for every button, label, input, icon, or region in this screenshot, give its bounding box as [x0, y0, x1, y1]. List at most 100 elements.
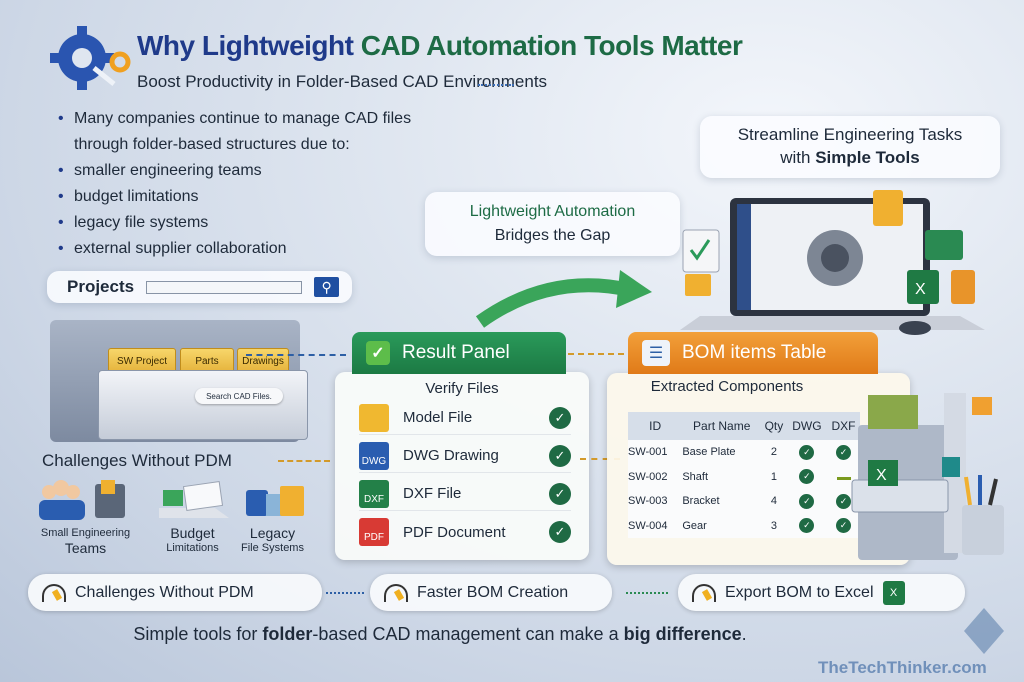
- checkbox-icon: ✓: [366, 341, 390, 365]
- column-header: Qty: [761, 412, 787, 440]
- column-header: Part Name: [682, 412, 762, 440]
- flow-step-faster-bom: Faster BOM Creation: [370, 574, 612, 611]
- check-icon: ✓: [799, 518, 815, 534]
- streamline-pre: with: [780, 148, 816, 167]
- file-row: Model File✓: [359, 401, 571, 435]
- gauge-icon: [42, 583, 66, 602]
- part-id: SW-002: [628, 470, 668, 483]
- bom-panel-header: ☰ BOM items Table: [628, 332, 878, 374]
- intro-lead-line2: through folder-based structures due to:: [74, 136, 350, 153]
- pdf-file-icon: PDF: [359, 518, 389, 546]
- bom-title: BOM items Table: [682, 342, 827, 363]
- projects-label: Projects: [67, 277, 135, 296]
- circuit-diamond-logo-icon: [964, 608, 1004, 654]
- cabinet-excel-illustration: X: [851, 393, 1004, 560]
- check-icon: ✓: [799, 469, 815, 485]
- page-subtitle: Boost Productivity in Folder-Based CAD E…: [137, 72, 548, 91]
- part-name: Gear: [682, 519, 707, 532]
- reason-item: smaller engineering teams: [58, 158, 411, 184]
- challenge-line2: Limitations: [166, 542, 219, 554]
- arrow-challenges-to-panel: [278, 460, 330, 462]
- intro-lead-line1: Many companies continue to manage CAD fi…: [74, 110, 412, 127]
- dxf-status: [827, 465, 860, 490]
- folder-sw-project: SW Project: [108, 348, 176, 374]
- part-id: SW-001: [628, 446, 668, 459]
- gauge-icon: [384, 583, 408, 602]
- flow-arrow: [626, 592, 668, 594]
- arrow-to-result-panel: [246, 354, 346, 356]
- flow-step-label: Challenges Without PDM: [75, 583, 254, 601]
- page-title: Why Lightweight CAD Automation Tools Mat…: [137, 30, 743, 62]
- streamline-line1: Streamline Engineering Tasks: [737, 125, 963, 144]
- file-label: DXF File: [403, 485, 462, 502]
- reason-item: budget limitations: [58, 184, 411, 210]
- file-label: DWG Drawing: [403, 447, 499, 464]
- intro-lead: Many companies continue to manage CAD fi…: [58, 106, 411, 158]
- flow-step-export: Export BOM to Excel X: [678, 574, 965, 611]
- flow-arrow: [326, 592, 364, 594]
- projects-search-input[interactable]: [146, 280, 303, 294]
- dxf-status: ✓: [827, 489, 860, 514]
- check-icon: ✓: [549, 482, 571, 505]
- column-header: ID: [628, 412, 683, 440]
- title-part-1: Why Lightweight: [137, 30, 354, 61]
- cabinet-drawer: [98, 370, 308, 440]
- file-label: PDF Document: [403, 523, 506, 541]
- footer-bold2: big difference: [623, 624, 742, 644]
- svg-text:X: X: [876, 467, 887, 484]
- check-icon: ✓: [799, 493, 815, 509]
- bom-subtitle: Extracted Components: [650, 378, 804, 395]
- challenge-line2: File Systems: [241, 542, 304, 554]
- list-icon: ☰: [642, 340, 670, 366]
- bom-table: ID Part Name Qty DWG DXF SW-001 Base Plat…: [628, 412, 860, 538]
- part-name: Shaft: [682, 470, 708, 483]
- budget-icon: [159, 481, 229, 518]
- part-name: Bracket: [682, 495, 720, 508]
- bom-header-row: ID Part Name Qty DWG DXF: [628, 412, 860, 440]
- arrow-panel-to-bom: [568, 353, 624, 355]
- check-icon: ✓: [836, 444, 851, 460]
- folder-drawings: Drawings: [237, 348, 289, 374]
- title-part-2: CAD Automation Tools Matter: [360, 30, 743, 61]
- team-icon: [39, 480, 125, 520]
- flow-step-label: Faster BOM Creation: [417, 583, 569, 601]
- projects-search-bar: Projects ⚲: [47, 271, 352, 303]
- footer-mid: -based CAD management can make a: [312, 624, 624, 644]
- subtitle-dotted-line: [478, 84, 514, 86]
- dxf-status: ✓: [827, 514, 860, 539]
- model-file-icon: [359, 403, 389, 432]
- result-panel-subtitle: Verify Files: [425, 380, 499, 397]
- green-curved-arrow-icon: [475, 270, 652, 328]
- column-header: DWG: [786, 412, 828, 440]
- bridge-line1: Lightweight Automation: [469, 203, 636, 220]
- result-panel-header: ✓ Result Panel: [352, 332, 566, 374]
- bridge-line2: Bridges the Gap: [494, 227, 611, 244]
- part-name: Base Plate: [682, 446, 736, 459]
- challenge-line2: Teams: [64, 540, 107, 556]
- footer-tagline: Simple tools for folder-based CAD manage…: [0, 624, 880, 645]
- part-qty: 3: [770, 519, 777, 532]
- search-cad-files-label: Search CAD Files.: [195, 388, 283, 404]
- challenge-line1: Small Engineering: [40, 527, 131, 539]
- part-id: SW-003: [628, 495, 668, 508]
- result-panel-title: Result Panel: [402, 342, 510, 363]
- gauge-icon: [692, 583, 716, 602]
- dxf-status: ✓: [827, 440, 860, 465]
- magnifier-icon[interactable]: ⚲: [314, 277, 340, 297]
- part-qty: 1: [770, 470, 777, 483]
- dwg-status: ✓: [787, 489, 827, 514]
- flow-step-label: Export BOM to Excel: [725, 583, 874, 601]
- dwg-status: ✓: [787, 440, 827, 465]
- arrow-panel-to-bom-row: [580, 458, 620, 460]
- excel-icon: X: [882, 580, 905, 605]
- footer-pre: Simple tools for: [133, 624, 263, 644]
- streamline-line2: with Simple Tools: [700, 146, 1000, 169]
